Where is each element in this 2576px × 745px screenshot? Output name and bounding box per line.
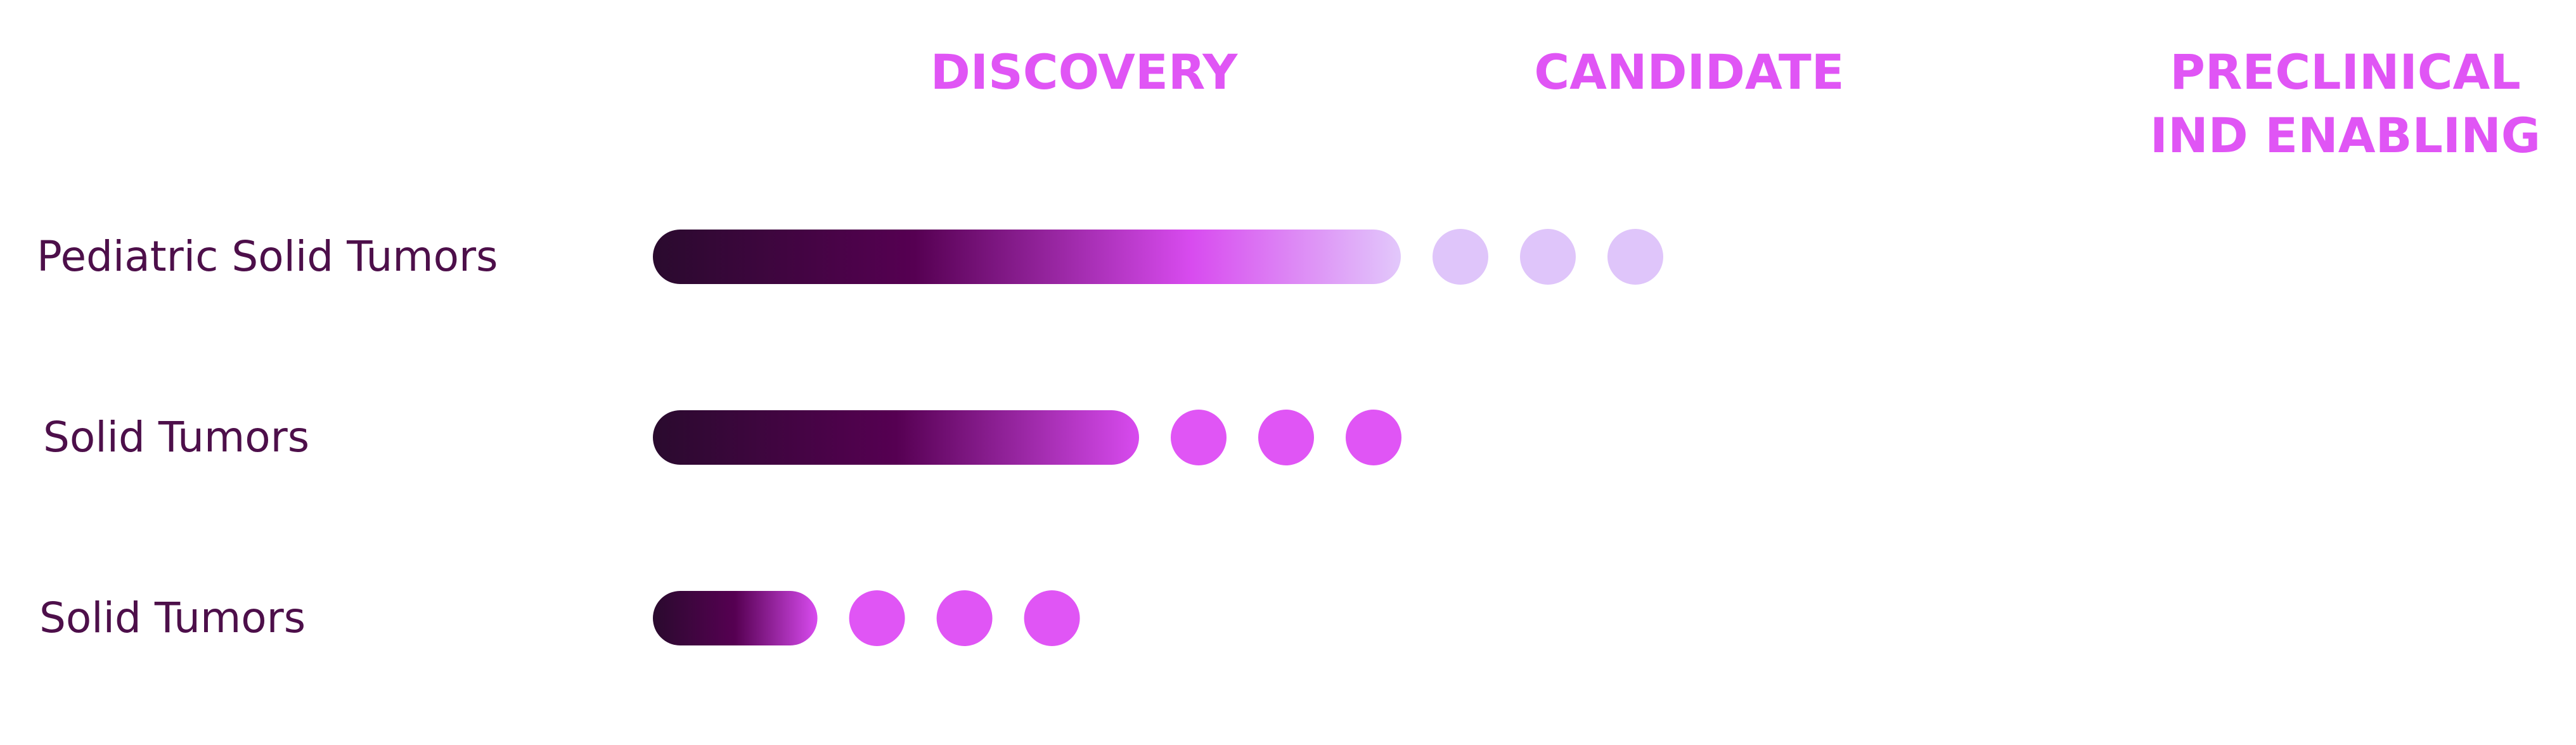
progress-dot-0-0 xyxy=(1433,229,1488,285)
stage-header-2-line-1: IND ENABLING xyxy=(2150,107,2541,164)
progress-dot-0-2 xyxy=(1607,229,1663,285)
progress-dot-1-1 xyxy=(1258,410,1314,465)
progress-dot-1-0 xyxy=(1171,410,1227,465)
progress-dot-1-2 xyxy=(1346,410,1401,465)
progress-dot-0-1 xyxy=(1520,229,1576,285)
pipeline-row-1: Solid Tumors xyxy=(43,410,1401,465)
progress-dot-2-0 xyxy=(849,590,905,646)
row-label-2: Solid Tumors xyxy=(39,593,306,642)
progress-bar-1 xyxy=(653,410,1139,465)
pipeline-row-0: Pediatric Solid Tumors xyxy=(37,229,1663,285)
row-label-1: Solid Tumors xyxy=(43,413,309,462)
stage-header-1-line-0: CANDIDATE xyxy=(1534,44,1844,100)
stage-headers: DISCOVERY CANDIDATE PRECLINICAL IND ENABLIN… xyxy=(931,44,2541,164)
progress-dot-2-1 xyxy=(936,590,993,646)
progress-bar-0 xyxy=(653,230,1401,284)
pipeline-row-2: Solid Tumors xyxy=(39,590,1080,646)
stage-header-0-line-0: DISCOVERY xyxy=(931,44,1239,100)
stage-header-2-line-0: PRECLINICAL xyxy=(2170,44,2521,100)
progress-bar-2 xyxy=(653,591,818,645)
row-label-0: Pediatric Solid Tumors xyxy=(37,232,498,281)
progress-dot-2-2 xyxy=(1024,590,1080,646)
